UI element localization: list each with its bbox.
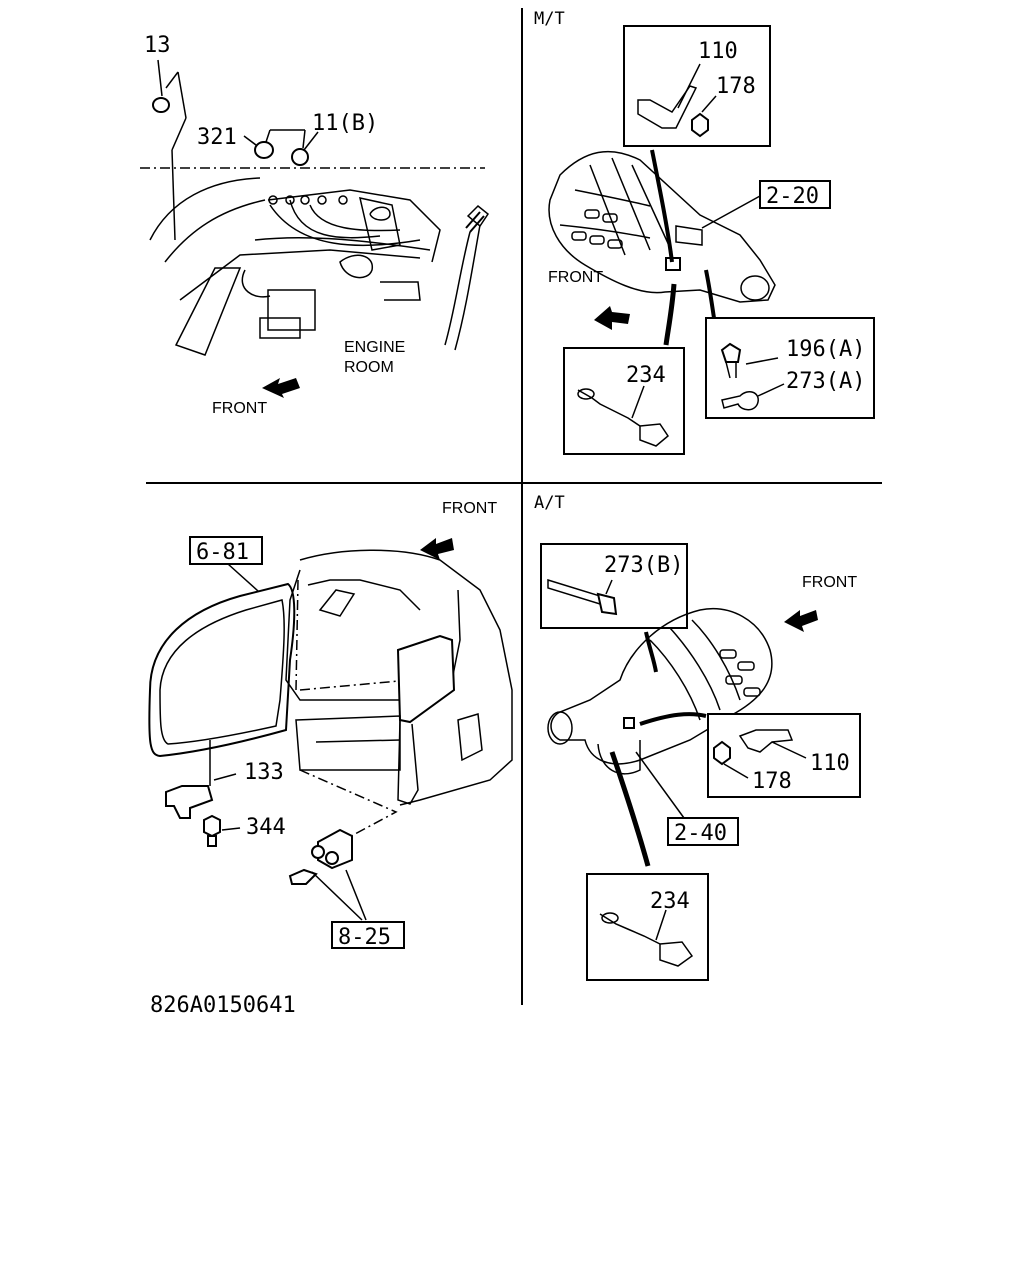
mt-ref-label: 2-20	[766, 184, 819, 209]
mt-label-273a: 273(A)	[786, 369, 865, 394]
rd-front-arrow-icon	[420, 538, 454, 560]
at-sensor-box	[586, 873, 709, 981]
fitting-11b-icon	[291, 148, 309, 166]
rd-label-344: 344	[246, 815, 286, 840]
manual-trans-quadrant: M/T 110 178 2-20 FRONT	[534, 9, 875, 455]
mt-label-234: 234	[626, 363, 666, 388]
plug-321-icon	[254, 141, 274, 159]
room-label: ROOM	[344, 359, 394, 376]
grommet-13-icon	[152, 97, 170, 113]
at-ref-label: 2-40	[674, 821, 727, 846]
rd-ref-6-81	[189, 536, 263, 565]
drawing-number: 826A0150641	[150, 993, 296, 1018]
mt-front-label: FRONT	[548, 269, 603, 286]
mt-front-arrow-icon	[594, 306, 630, 330]
rear-door-quadrant: FRONT 6-81 133 344	[148, 500, 513, 950]
at-label-273b: 273(B)	[604, 553, 683, 578]
bolt-196a-icon	[720, 342, 742, 363]
at-header: A/T	[534, 493, 565, 513]
mt-sensor-box	[563, 347, 685, 455]
mt-label-178: 178	[716, 74, 756, 99]
rd-ref-8-25	[331, 921, 405, 949]
connector-234-icon	[639, 423, 669, 447]
rd-ref-6-81-label: 6-81	[196, 540, 249, 565]
engine-room-quadrant: 13 321 11(B) ENGINE ROOM FRONT	[140, 33, 490, 417]
mt-label-110: 110	[698, 39, 738, 64]
at-front-arrow-icon	[784, 610, 818, 632]
label-13: 13	[144, 33, 171, 58]
mt-label-196a: 196(A)	[786, 337, 865, 362]
at-nut-178-icon	[713, 740, 731, 766]
front-label: FRONT	[212, 400, 267, 417]
label-11b: 11(B)	[312, 111, 378, 136]
mt-header: M/T	[534, 9, 565, 29]
engine-label: ENGINE	[344, 339, 405, 356]
at-bracket-box	[707, 713, 861, 798]
tie-273b-icon	[596, 592, 618, 616]
clip-273a-icon	[721, 391, 759, 411]
at-label-178: 178	[752, 769, 792, 794]
mt-bolt-box	[705, 317, 875, 419]
quadrant-dividers	[146, 8, 882, 1005]
auto-trans-quadrant: A/T FRONT 273(B) 110 178 2	[534, 493, 861, 981]
bracket-133-icon	[165, 785, 214, 819]
at-connector-234-icon	[659, 941, 694, 967]
bolt-344-icon	[203, 814, 221, 838]
rd-front-label: FRONT	[442, 500, 497, 517]
at-front-label: FRONT	[802, 574, 857, 591]
mt-ref-2-20	[759, 180, 831, 209]
nut-178-icon	[691, 112, 709, 138]
rd-ref-8-25-label: 8-25	[338, 925, 391, 950]
front-arrow-icon	[262, 378, 300, 398]
at-label-234: 234	[650, 889, 690, 914]
at-label-110: 110	[810, 751, 850, 776]
label-321: 321	[197, 125, 237, 150]
at-ref-2-40	[667, 817, 739, 846]
rd-label-133: 133	[244, 760, 284, 785]
